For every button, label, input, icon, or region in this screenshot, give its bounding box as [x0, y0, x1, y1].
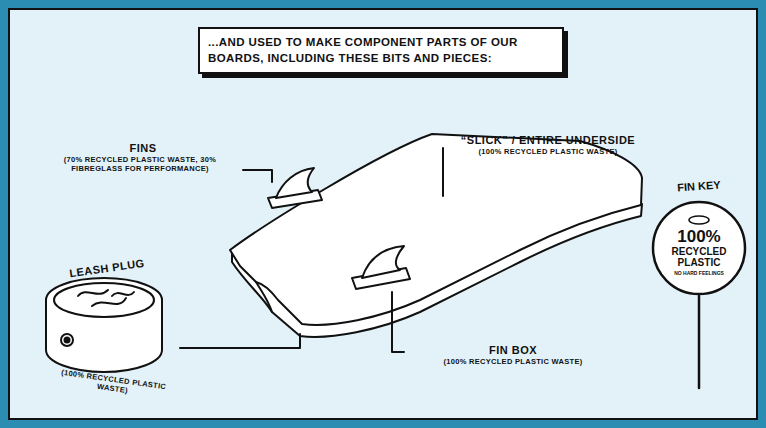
part-name: FIN BOX [408, 344, 618, 357]
part-name: “SLICK” / ENTIRE UNDERSIDE [448, 134, 648, 147]
title-box: ...AND USED TO MAKE COMPONENT PARTS OF O… [198, 27, 564, 74]
part-name: FINS [58, 142, 228, 155]
node-text: 100% [664, 227, 734, 247]
node-heading: FIN KEY [644, 176, 755, 196]
node-text: RECYCLED PLASTIC [664, 247, 734, 268]
title-text: ...AND USED TO MAKE COMPONENT PARTS OF O… [208, 35, 554, 66]
node-text: NO HARD FEELINGS [666, 271, 732, 277]
part-note: (70% RECYCLED PLASTIC WASTE, 30% FIBREGL… [40, 156, 240, 173]
part-note: (100% RECYCLED PLASTIC WASTE) [448, 148, 648, 157]
part-note: (100% RECYCLED PLASTIC WASTE) [408, 358, 618, 367]
fin-key: FIN KEY100%RECYCLED PLASTICNO HARD FEELI… [644, 180, 754, 302]
